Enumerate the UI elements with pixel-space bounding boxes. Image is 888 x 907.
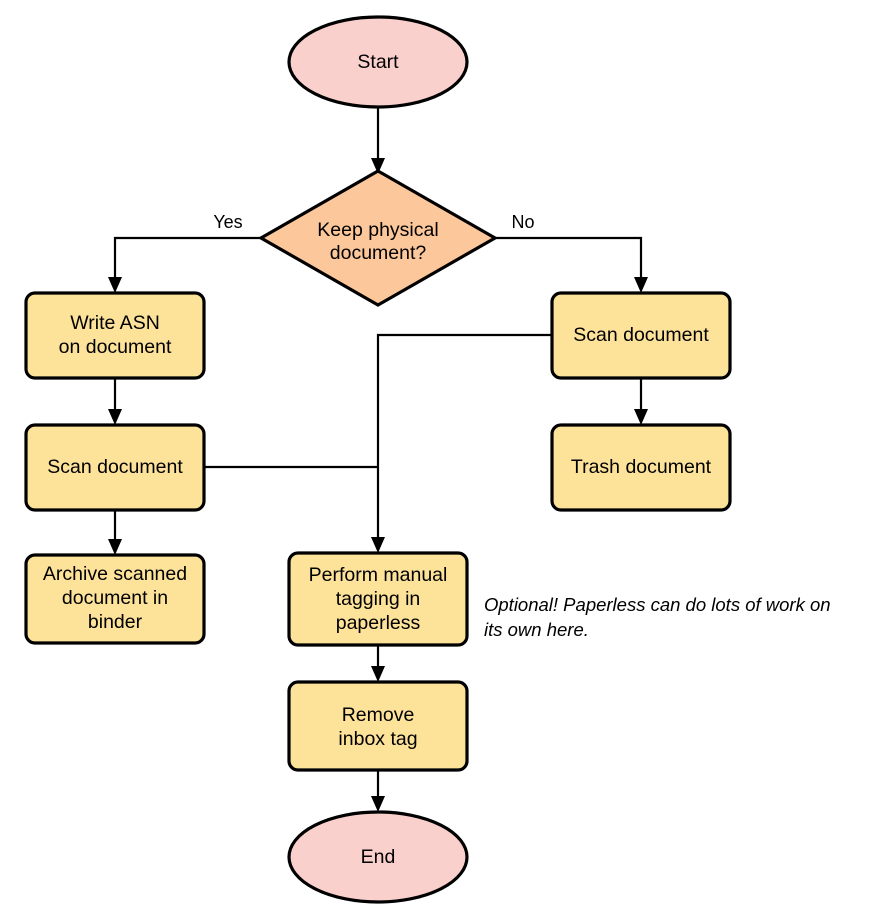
node-trash-document[interactable]: Trash document [550,423,732,512]
edge-line [376,333,552,541]
start-label: Start [357,51,399,73]
arrowhead-icon [634,409,648,425]
node-end[interactable]: End [287,810,469,904]
edge-decision-yes-to-write-asn [108,236,261,293]
edge-remove-inbox-to-end [371,770,385,812]
start-ellipse[interactable] [287,15,469,109]
write-asn-label-line2: on document [59,336,172,358]
end-label: End [361,846,396,868]
tagging-label-line3: paperless [336,612,421,634]
edge-start-to-decision [371,107,385,174]
tagging-box[interactable] [287,551,469,647]
decision-diamond[interactable] [257,169,499,307]
edge-scan-right-to-tagging [371,333,552,553]
arrowhead-icon [108,539,122,555]
arrowhead-icon [371,666,385,682]
write-asn-label-line1: Write ASN [70,312,160,334]
scan-document-left-box[interactable] [24,423,206,512]
decision-label-line1: Keep physical [317,219,438,241]
annotation-line2: its own here. [484,619,589,640]
edge-scan-right-to-trash [634,378,648,425]
node-write-asn-on-document[interactable]: Write ASN on document [24,291,206,380]
edge-label-no: No [511,212,534,232]
node-scan-document-left[interactable]: Scan document [24,423,206,512]
annotation-note: Optional! Paperless can do lots of work … [484,594,831,640]
edge-tagging-to-remove-inbox [371,645,385,682]
archive-label-line2: document in [62,587,168,609]
tagging-label-line1: Perform manual [309,564,448,586]
arrowhead-icon [634,277,648,293]
remove-inbox-box[interactable] [287,680,469,772]
remove-inbox-label-line2: inbox tag [338,728,417,750]
write-asn-box[interactable] [24,291,206,380]
archive-label-line1: Archive scanned [43,563,187,585]
tagging-label-line2: tagging in [336,588,421,610]
arrowhead-icon [108,409,122,425]
edge-write-asn-to-scan-left [108,378,122,425]
remove-inbox-label-line1: Remove [342,704,415,726]
archive-box[interactable] [24,553,206,645]
end-ellipse[interactable] [287,810,469,904]
node-remove-inbox-tag[interactable]: Remove inbox tag [287,680,469,772]
arrowhead-icon [108,277,122,293]
scan-document-right-label: Scan document [573,324,709,346]
edge-line [495,236,643,281]
edge-line [113,236,261,281]
node-archive-scanned-document[interactable]: Archive scanned document in binder [24,553,206,645]
scan-document-left-label: Scan document [47,456,183,478]
node-perform-manual-tagging[interactable]: Perform manual tagging in paperless [287,551,469,647]
scan-document-right-box[interactable] [550,291,732,380]
decision-label-line2: document? [330,242,427,264]
trash-document-label: Trash document [571,456,712,478]
edge-decision-no-to-scan-right [495,236,648,293]
annotation-line1: Optional! Paperless can do lots of work … [484,594,831,615]
arrowhead-icon [371,158,385,174]
arrowhead-icon [371,796,385,812]
node-scan-document-right[interactable]: Scan document [550,291,732,380]
arrowhead-icon [371,537,385,553]
edge-scan-left-to-archive [108,510,122,555]
edge-label-yes: Yes [213,212,242,232]
node-decision-keep-physical-document[interactable]: Keep physical document? [257,169,499,307]
archive-label-line3: binder [88,611,143,633]
trash-document-box[interactable] [550,423,732,512]
node-start[interactable]: Start [287,15,469,109]
